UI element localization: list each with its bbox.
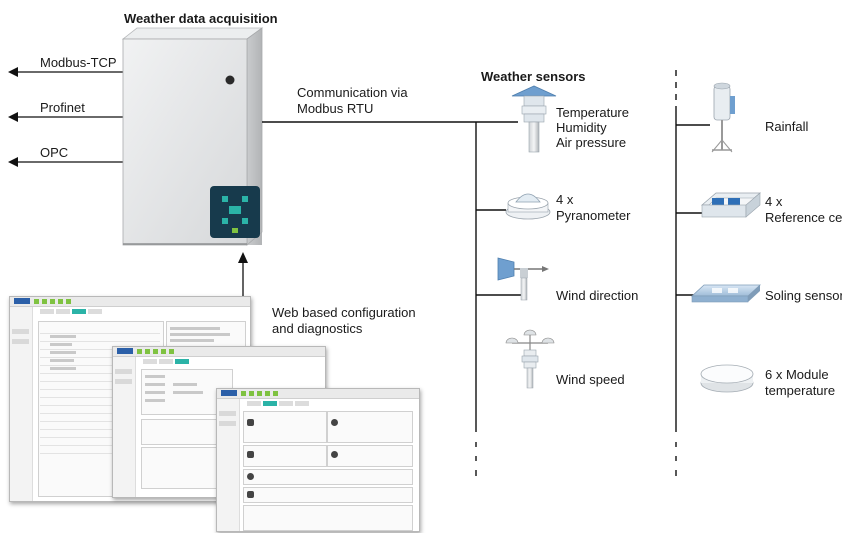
config-screenshot-3 [216,388,420,532]
thermo-hygro-sensor-icon [511,85,557,153]
pyranometer-icon [505,193,551,220]
rain-gauge-icon [711,82,735,153]
communication-label-line2: Modbus RTU [297,101,374,116]
sensor-air-pressure-label: Air pressure [556,135,627,150]
sensor-module-temp-count: 6 x Module [765,367,829,382]
reference-cell-icon [700,192,762,218]
soiling-sensor-icon [690,284,762,303]
sensor-pyranometer-count: 4 x [556,192,574,207]
output-opc-label: OPC [40,145,69,160]
module-temperature-icon [700,364,754,393]
sensor-module-temp-label: temperature [765,383,836,398]
diagram-title: Weather data acquisition [124,11,278,26]
software-logo-icon [210,186,260,238]
sensor-humidity-label: Humidity [556,120,607,135]
web-config-label-line2: and diagnostics [272,321,363,336]
sensor-wind-direction-label: Wind direction [556,288,639,303]
sensor-soiling-label: Soling sensor [765,288,842,303]
weather-sensors-heading: Weather sensors [481,69,586,84]
output-modbus-tcp-label: Modbus-TCP [40,55,117,70]
sensor-temperature-label: Temperature [556,105,629,120]
web-config-label-line1: Web based configuration [272,305,416,320]
sensor-wind-speed-label: Wind speed [556,372,625,387]
wind-vane-icon [497,257,549,301]
sensor-bus-right [675,70,710,476]
communication-label-line1: Communication via [297,85,408,100]
sensor-pyranometer-label: Pyranometer [556,208,631,223]
sensor-reference-cell-count: 4 x [765,194,783,209]
sensor-rainfall-label: Rainfall [765,119,809,134]
modbus-line [262,121,522,476]
sensor-reference-cell-label: Reference cell [765,210,842,225]
output-profinet-label: Profinet [40,100,85,115]
output-arrows [8,67,135,167]
anemometer-icon [505,329,555,389]
